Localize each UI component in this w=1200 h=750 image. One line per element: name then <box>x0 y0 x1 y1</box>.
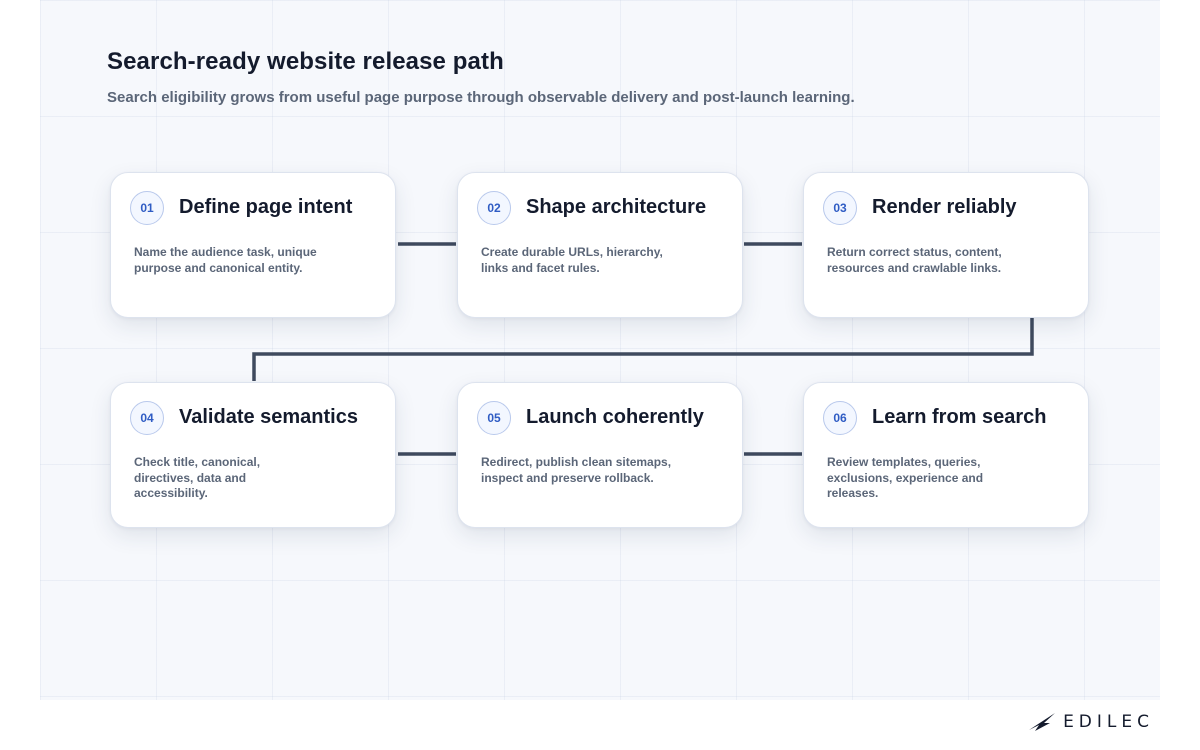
step-description: Redirect, publish clean sitemaps, inspec… <box>481 455 672 485</box>
brand-name: EDILEC <box>1063 712 1154 732</box>
step-number-badge: 02 <box>477 191 511 225</box>
step-card-05: 05 Launch coherently Redirect, publish c… <box>457 382 743 528</box>
step-number-badge: 01 <box>130 191 164 225</box>
step-description: Check title, canonical, directives, data… <box>134 455 261 500</box>
step-description: Name the audience task, unique purpose a… <box>134 245 317 275</box>
step-number-badge: 03 <box>823 191 857 225</box>
step-number-badge: 04 <box>130 401 164 435</box>
step-title: Validate semantics <box>179 406 358 428</box>
step-number-badge: 06 <box>823 401 857 435</box>
step-card-01: 01 Define page intent Name the audience … <box>110 172 396 318</box>
step-card-04: 04 Validate semantics Check title, canon… <box>110 382 396 528</box>
step-description: Return correct status, content, resource… <box>827 245 1002 275</box>
step-title: Learn from search <box>872 406 1047 428</box>
brand-logo: EDILEC <box>1027 712 1154 732</box>
step-title: Launch coherently <box>526 406 704 428</box>
step-title: Shape architecture <box>526 196 707 218</box>
background-panel <box>40 0 1160 700</box>
step-card-03: 03 Render reliably Return correct status… <box>803 172 1089 318</box>
edilec-logo-icon <box>1029 713 1056 731</box>
page-title: Search-ready website release path <box>107 48 504 75</box>
step-title: Render reliably <box>872 196 1017 218</box>
step-card-02: 02 Shape architecture Create durable URL… <box>457 172 743 318</box>
page-subtitle: Search eligibility grows from useful pag… <box>107 89 855 106</box>
step-number-badge: 05 <box>477 401 511 435</box>
step-description: Review templates, queries, exclusions, e… <box>827 455 984 500</box>
step-card-06: 06 Learn from search Review templates, q… <box>803 382 1089 528</box>
step-description: Create durable URLs, hierarchy, links an… <box>481 245 663 275</box>
step-title: Define page intent <box>179 196 353 218</box>
connector-03-04 <box>252 318 1034 381</box>
